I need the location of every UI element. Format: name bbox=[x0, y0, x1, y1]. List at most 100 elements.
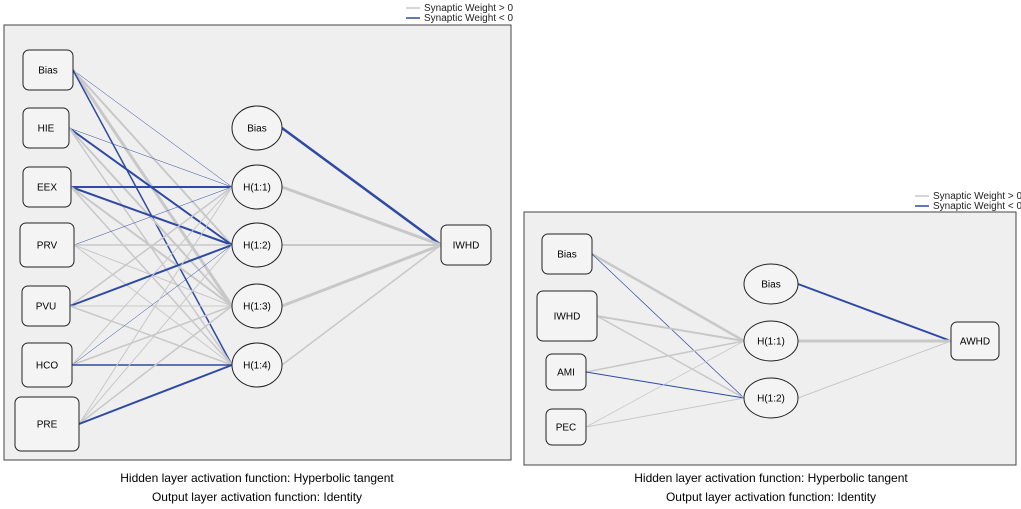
edges-layer bbox=[585, 252, 952, 428]
node-ellipse bbox=[231, 222, 283, 268]
input-node-pre: PRE bbox=[14, 396, 80, 452]
node-box bbox=[19, 222, 75, 268]
node-label: PRV bbox=[37, 241, 58, 252]
node-ellipse bbox=[743, 377, 799, 419]
node-label: EEX bbox=[37, 183, 57, 194]
legend-negative-label: Synaptic Weight < 0 bbox=[424, 13, 513, 24]
node-label: H(1:2) bbox=[243, 241, 271, 252]
hidden-node-bias: Bias bbox=[231, 105, 283, 151]
node-box bbox=[14, 396, 80, 452]
node-label: H(1:3) bbox=[243, 302, 271, 313]
edge-pec-to-h-1-2 bbox=[585, 397, 745, 428]
node-ellipse bbox=[231, 342, 283, 388]
edge-pvu-to-h-1-1 bbox=[69, 186, 233, 307]
node-label: AWHD bbox=[960, 337, 990, 348]
edge-pre-to-h-1-2 bbox=[78, 244, 233, 425]
caption-hidden-activation: Hidden layer activation function: Hyperb… bbox=[634, 471, 908, 485]
input-node-ami: AMI bbox=[545, 353, 587, 391]
edge-ami-to-h-1-1 bbox=[585, 340, 745, 373]
legend-positive-label: Synaptic Weight > 0 bbox=[933, 191, 1021, 202]
nodes-layer: BiasHIEEEXPRVPVUHCOPREBiasH(1:1)H(1:2)H(… bbox=[14, 49, 492, 452]
legend-positive-label: Synaptic Weight > 0 bbox=[424, 3, 513, 14]
node-label: PVU bbox=[36, 302, 57, 313]
input-node-bias: Bias bbox=[541, 233, 593, 275]
hidden-node-h-1-1: H(1:1) bbox=[231, 164, 283, 210]
node-box bbox=[545, 408, 587, 446]
node-box bbox=[950, 321, 1000, 361]
node-box bbox=[536, 290, 598, 342]
hidden-node-h-1-3: H(1:3) bbox=[231, 283, 283, 329]
hidden-node-h-1-2: H(1:2) bbox=[231, 222, 283, 268]
edge-ami-to-h-1-2 bbox=[585, 371, 745, 399]
node-ellipse bbox=[743, 263, 799, 305]
node-label: H(1:4) bbox=[243, 361, 271, 372]
node-label: H(1:1) bbox=[243, 183, 271, 194]
edge-h-1-1-to-iwhd bbox=[281, 185, 442, 247]
node-label: IWHD bbox=[453, 241, 480, 252]
input-node-iwhd: IWHD bbox=[536, 290, 598, 342]
input-node-hco: HCO bbox=[21, 342, 73, 388]
input-node-pec: PEC bbox=[545, 408, 587, 446]
edge-pre-to-h-1-1 bbox=[78, 186, 233, 425]
legend-negative-label: Synaptic Weight < 0 bbox=[933, 201, 1021, 212]
edge-eex-to-h-1-2 bbox=[70, 186, 233, 246]
edge-pre-to-h-1-4 bbox=[78, 364, 233, 425]
edge-hie-to-h-1-1 bbox=[68, 127, 233, 188]
output-node-awhd: AWHD bbox=[950, 321, 1000, 361]
edge-iwhd-to-h-1-1 bbox=[596, 315, 745, 342]
hidden-node-h-1-2: H(1:2) bbox=[743, 377, 799, 419]
edge-hco-to-h-1-2 bbox=[71, 244, 233, 366]
node-ellipse bbox=[231, 283, 283, 329]
node-box bbox=[21, 342, 73, 388]
edge-pec-to-h-1-1 bbox=[585, 340, 745, 428]
input-node-bias: Bias bbox=[22, 49, 74, 91]
node-box bbox=[541, 233, 593, 275]
node-box bbox=[545, 353, 587, 391]
network-panel-2: Synaptic Weight > 0 Synaptic Weight < 0 … bbox=[523, 191, 1021, 504]
edge-h-1-4-to-iwhd bbox=[281, 244, 442, 366]
output-node-iwhd: IWHD bbox=[440, 224, 492, 266]
edge-iwhd-to-h-1-2 bbox=[596, 315, 745, 399]
node-label: Bias bbox=[761, 280, 780, 291]
edge-pre-to-h-1-3 bbox=[78, 305, 233, 425]
node-label: IWHD bbox=[554, 312, 581, 323]
node-box bbox=[22, 107, 70, 149]
node-label: Bias bbox=[557, 250, 576, 261]
node-box bbox=[21, 285, 71, 327]
hidden-node-h-1-1: H(1:1) bbox=[743, 320, 799, 362]
network-panel-1: Synaptic Weight > 0 Synaptic Weight < 0 … bbox=[3, 3, 513, 504]
caption-hidden-activation: Hidden layer activation function: Hyperb… bbox=[120, 471, 394, 485]
edge-bias-to-h-1-2 bbox=[591, 253, 745, 399]
node-label: AMI bbox=[557, 368, 575, 379]
edge-bias-to-h-1-1 bbox=[591, 252, 745, 343]
node-ellipse bbox=[231, 164, 283, 210]
node-label: H(1:2) bbox=[757, 394, 785, 405]
edge-bias-to-awhd bbox=[797, 283, 952, 342]
hidden-node-bias: Bias bbox=[743, 263, 799, 305]
edges-layer bbox=[68, 69, 442, 425]
node-label: Bias bbox=[38, 66, 57, 77]
caption-output-activation: Output layer activation function: Identi… bbox=[666, 490, 876, 504]
edge-h-1-3-to-iwhd bbox=[281, 243, 442, 308]
edge-prv-to-h-1-4 bbox=[73, 244, 233, 366]
node-label: PEC bbox=[556, 423, 577, 434]
node-box bbox=[22, 49, 74, 91]
node-label: HIE bbox=[38, 124, 55, 135]
edge-pvu-to-h-1-2 bbox=[69, 244, 233, 307]
hidden-node-h-1-4: H(1:4) bbox=[231, 342, 283, 388]
caption-output-activation: Output layer activation function: Identi… bbox=[152, 490, 362, 504]
node-label: Bias bbox=[247, 124, 266, 135]
edge-prv-to-h-1-1 bbox=[73, 186, 233, 246]
edge-h-1-2-to-awhd bbox=[797, 340, 952, 399]
edge-hco-to-h-1-3 bbox=[71, 305, 233, 366]
node-label: HCO bbox=[36, 361, 58, 372]
input-node-eex: EEX bbox=[22, 166, 72, 208]
edge-bias-to-iwhd bbox=[281, 126, 442, 247]
node-box bbox=[440, 224, 492, 266]
input-node-hie: HIE bbox=[22, 107, 70, 149]
edge-hco-to-h-1-1 bbox=[71, 186, 233, 366]
node-ellipse bbox=[743, 320, 799, 362]
node-box bbox=[22, 166, 72, 208]
